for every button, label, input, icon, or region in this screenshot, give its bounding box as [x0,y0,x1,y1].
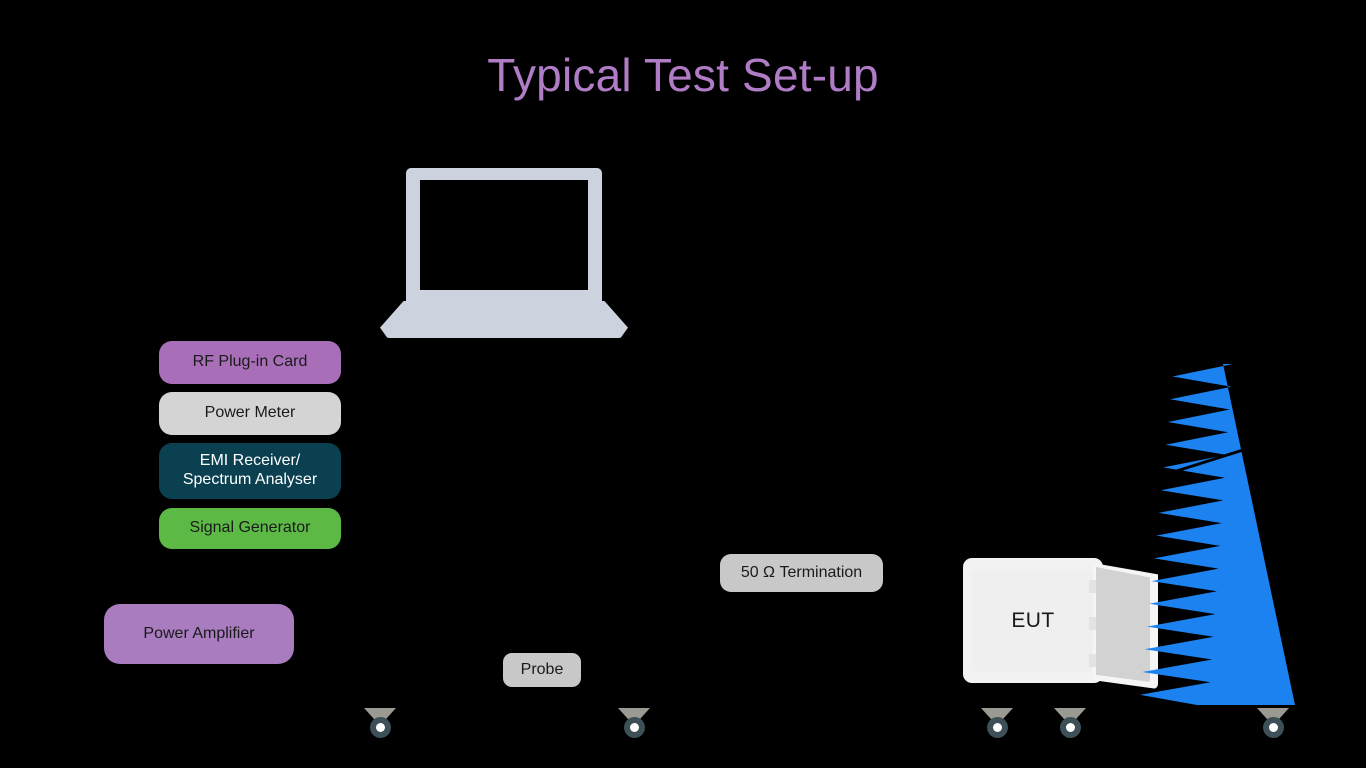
caster-hub [630,723,639,732]
caster-hub [376,723,385,732]
laptop-illustration [380,168,628,338]
caster-wheel-2 [980,708,1014,740]
equipment-box-0[interactable]: RF Plug-in Card [159,341,341,384]
caster-wheel-3 [1053,708,1087,740]
probe-label[interactable]: Probe [503,653,581,687]
equipment-box-2[interactable]: EMI Receiver/Spectrum Analyser [159,443,341,499]
eut-body [963,558,1103,683]
equipment-box-3[interactable]: Signal Generator [159,508,341,549]
eut-hinge-top [1089,580,1096,593]
laptop-screen [420,180,588,290]
laptop-lid [406,168,602,305]
absorber-seam-line [1144,448,1244,483]
anechoic-absorber-wall [1135,358,1300,708]
power-amplifier-box[interactable]: Power Amplifier [104,604,294,664]
laptop-base [380,301,628,338]
eut-enclosure: EUT [963,555,1163,690]
caster-wheel-4 [1256,708,1290,740]
absorber-sawtooth-shape [1140,364,1295,705]
page-title: Typical Test Set-up [487,49,879,101]
eut-hinge-middle [1089,617,1096,630]
eut-body-inner-panel [972,569,1094,672]
caster-hub [1269,723,1278,732]
caster-wheel-1 [617,708,651,740]
termination-label[interactable]: 50 Ω Termination [720,554,883,592]
eut-door-panel [1096,567,1150,682]
equipment-box-1[interactable]: Power Meter [159,392,341,435]
eut-label: EUT [1011,608,1055,632]
caster-hub [1066,723,1075,732]
caster-hub [993,723,1002,732]
eut-hinge-bottom [1089,654,1096,667]
caster-wheel-0 [363,708,397,740]
